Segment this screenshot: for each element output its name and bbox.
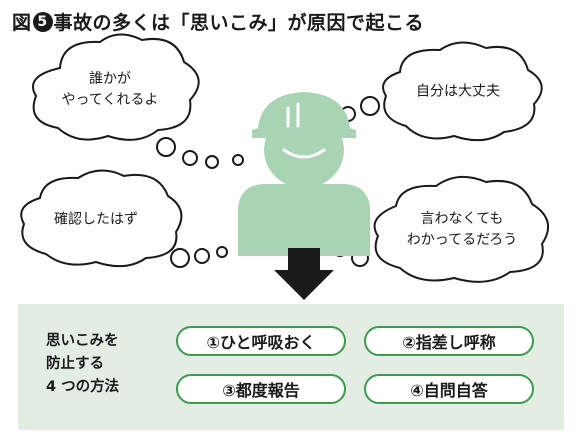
title-prefix: 図 [12, 12, 32, 34]
method-1-pause: ①ひと呼吸おく [176, 326, 346, 356]
thought-text-2: 自分は大丈夫 [416, 83, 500, 100]
smile-icon [282, 148, 326, 159]
panel-label: 思いこみを 防止する 4 つの方法 [46, 333, 120, 395]
title-number-badge: 5 [32, 11, 53, 32]
prevention-panel: 思いこみを 防止する 4 つの方法 ①ひと呼吸おく ②指差し呼称 ③都度報告 ④… [18, 304, 564, 430]
thought-cloud-3 [20, 169, 228, 268]
worker-body [238, 184, 370, 256]
down-arrow-icon [274, 248, 334, 300]
thought-text-3: 確認したはず [54, 211, 138, 228]
thought-cloud-1 [32, 33, 244, 169]
method-4-self-check: ④自問自答 [364, 374, 534, 404]
thought-text-1: 誰かが やってくれるよ [61, 71, 159, 108]
method-2-point-and-call: ②指差し呼称 [364, 326, 534, 356]
method-3-report: ③都度報告 [176, 374, 346, 404]
helmet-icon [252, 92, 356, 138]
worker-figure [238, 92, 370, 256]
figure-title: 図 5 事故の多くは「思いこみ」が原因で起こる [12, 8, 424, 35]
thought-text-4: 言わなくても わかってるだろう [406, 211, 518, 248]
face-lines [282, 102, 326, 159]
title-main: 事故の多くは「思いこみ」が原因で起こる [53, 12, 425, 34]
thought-cloud-2 [324, 41, 543, 142]
